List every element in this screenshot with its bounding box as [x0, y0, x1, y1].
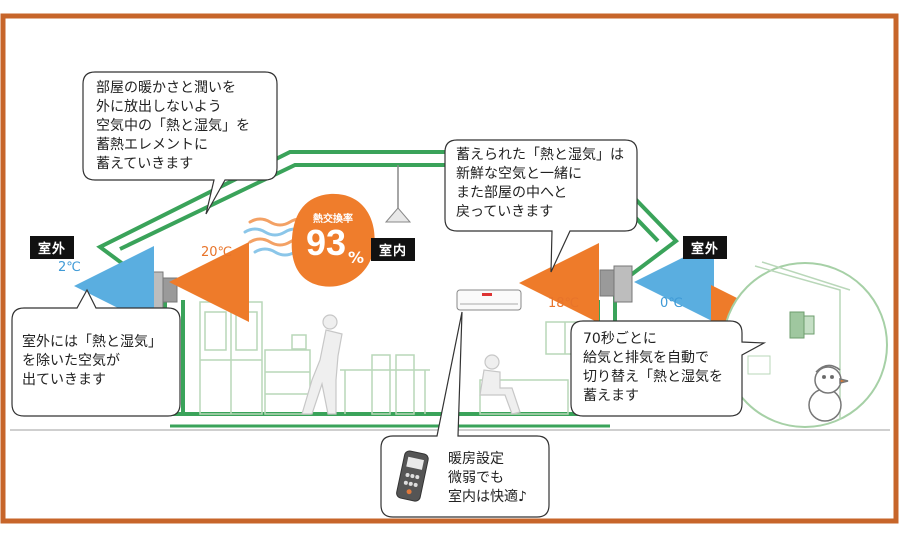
bubble-text-line: 室外には「熱と湿気」 [22, 334, 162, 350]
zoom-circle [722, 261, 888, 428]
temp-inside-left: 20℃ [201, 245, 233, 260]
remote-control-icon [396, 450, 429, 502]
outdoor-left-label: 室外 [30, 236, 75, 259]
bubble-top-right [444, 139, 638, 273]
bubble-text-line: 新鮮な空気と一緒に [456, 166, 582, 182]
indoor-label: 室内 [371, 238, 416, 261]
bubble-text-line: 蓄熱エレメントに [96, 137, 208, 153]
interior-furniture [199, 301, 585, 415]
temp-outdoor-right: 0℃ [660, 296, 683, 311]
bubble-top-left-text: 部屋の暖かさと潤いを 外に放出しないよう 空気中の「熱と湿気」を 蓄熱エレメント… [96, 79, 250, 174]
person-sitting [479, 354, 521, 415]
bubble-text-line: 戻っていきます [456, 204, 554, 220]
ceiling-lamp [384, 165, 412, 223]
bubble-left-text: 室外には「熱と湿気」 を除いた空気が 出ていきます [22, 333, 162, 390]
vent-unit-left [144, 271, 178, 309]
snowman [808, 364, 849, 422]
bubble-text-line: を除いた空気が [22, 353, 120, 369]
heat-exchange-unit: % [348, 248, 365, 267]
bubble-top-right-text: 蓄えられた「熱と湿気」は 新鮮な空気と一緒に また部屋の中へと 戻っていきます [456, 146, 624, 222]
bubble-text-line: 給気と排気を自動で [583, 350, 709, 366]
bubble-text-line: 出ていきます [22, 372, 106, 388]
bubble-text-line: 70秒ごとに [583, 331, 657, 347]
outdoor-right-label: 室外 [683, 236, 728, 259]
temp-outdoor-left: 2℃ [58, 260, 81, 275]
bubble-text-line: 空気中の「熱と湿気」を [96, 118, 250, 134]
bubble-right-text: 70秒ごとに 給気と排気を自動で 切り替え「熱と湿気を 蓄えます [583, 330, 723, 406]
bubble-text-line: 蓄えます [583, 388, 639, 404]
bubble-text-line: 部屋の暖かさと潤いを [96, 80, 236, 96]
air-conditioner [456, 289, 522, 311]
bubble-text-line: また部屋の中へと [456, 185, 568, 201]
bubble-bottom-text: 暖房設定 微弱でも 室内は快適♪ [448, 450, 527, 507]
bubble-text-line: 暖房設定 [448, 451, 504, 467]
temp-inside-right: 18℃ [548, 296, 580, 311]
heat-exchange-badge [291, 193, 375, 287]
heat-exchange-value: 93 [306, 222, 347, 263]
bubble-top-left [82, 71, 278, 215]
bubble-text-line: 切り替え「熱と湿気を [583, 369, 723, 385]
bubble-right [570, 320, 767, 417]
bubble-text-line: 蓄えられた「熱と湿気」は [456, 147, 624, 163]
heat-exchange-label: 熱交換率 [313, 214, 353, 225]
vent-unit-right [599, 265, 633, 303]
bubble-left [11, 288, 181, 417]
bubble-text-line: 外に放出しないよう [96, 99, 222, 115]
bubble-text-line: 微弱でも [448, 470, 504, 486]
person-standing [301, 314, 343, 415]
bubble-text-line: 室内は快適♪ [448, 489, 527, 505]
bubble-text-line: 蓄えていきます [96, 156, 194, 172]
outer-frame [0, 13, 899, 524]
